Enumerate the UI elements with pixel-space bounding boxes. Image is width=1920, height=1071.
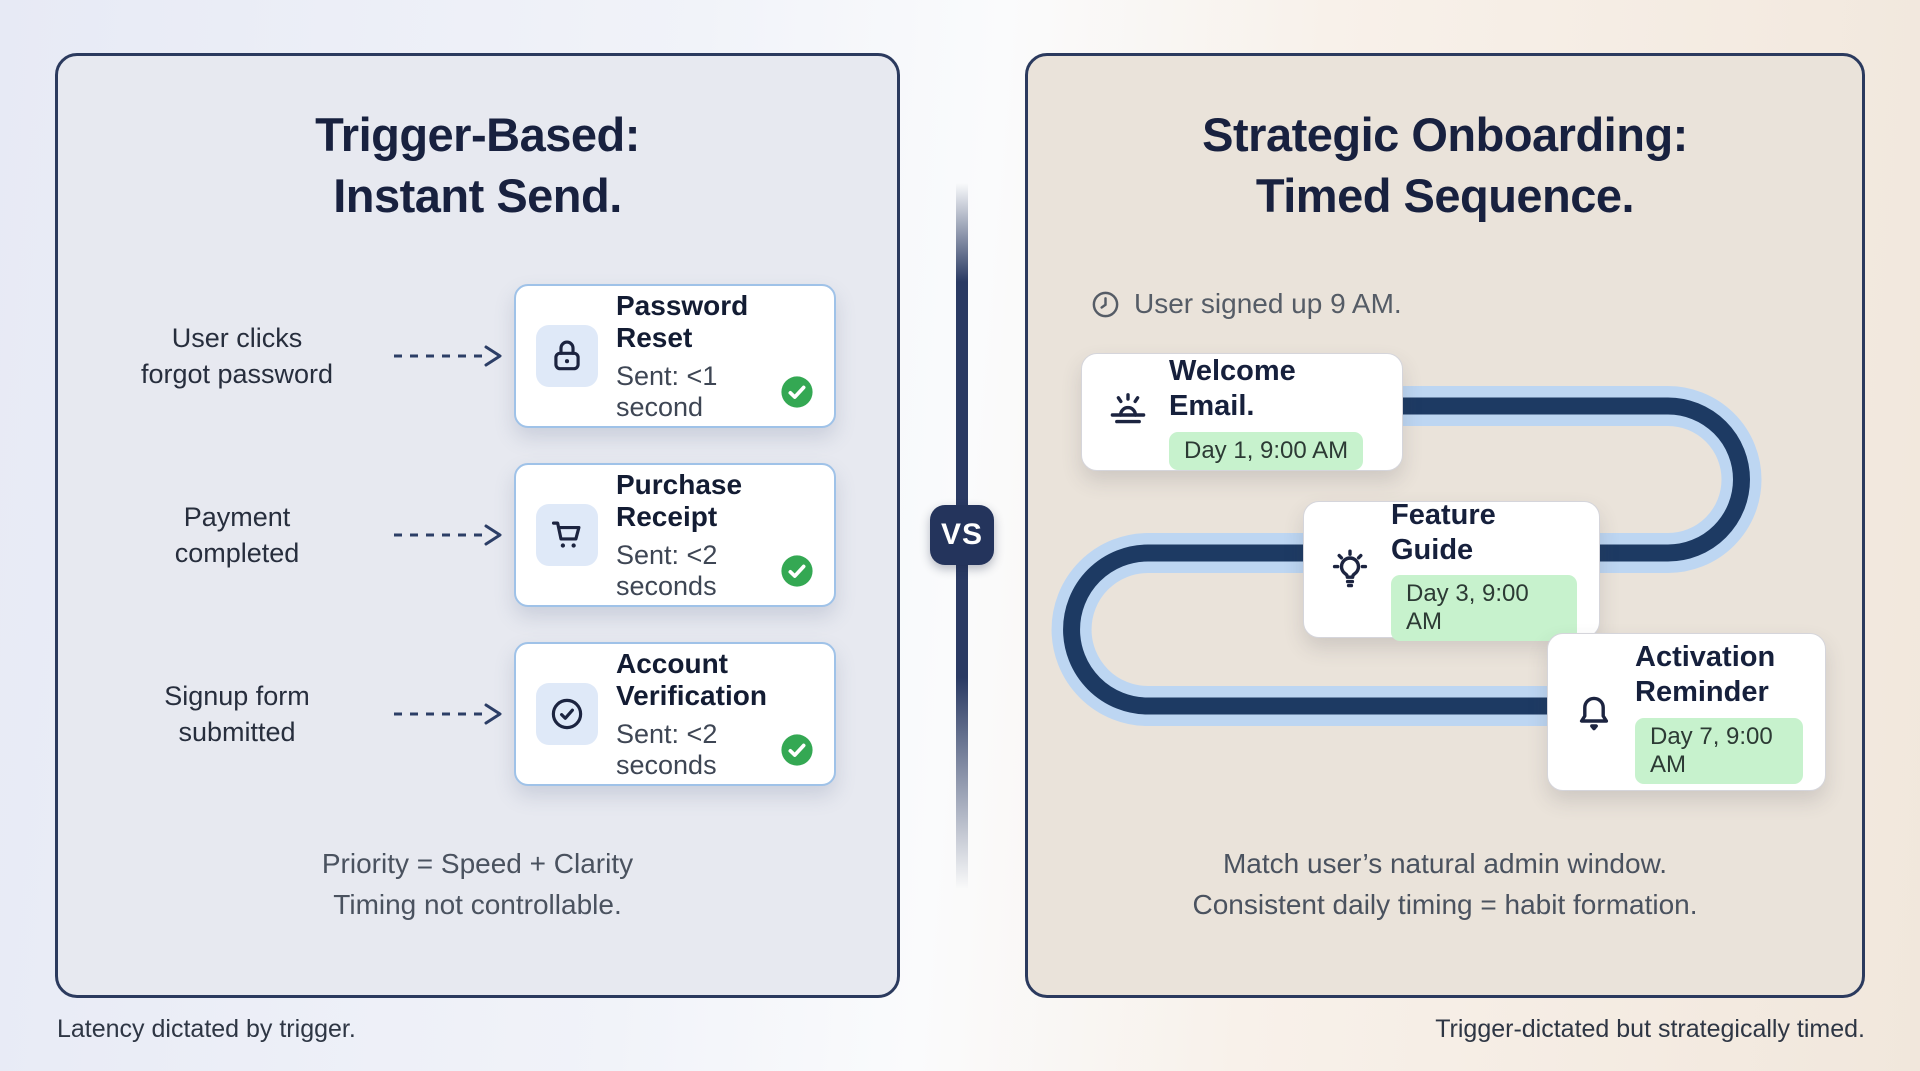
step-card-activation-reminder: Activation Reminder Day 7, 9:00 AM	[1547, 633, 1826, 791]
right-title-line2: Timed Sequence.	[1255, 169, 1635, 223]
trigger-row-password-reset: User clicks forgot password	[58, 284, 897, 428]
trigger-label-line2: completed	[174, 538, 300, 568]
trigger-label: Signup form submitted	[92, 678, 382, 751]
step-card-welcome-email: Welcome Email. Day 1, 9:00 AM	[1081, 353, 1403, 471]
step-title: Welcome Email.	[1169, 355, 1296, 422]
trigger-label-line1: User clicks	[171, 322, 303, 353]
dashed-arrow-icon	[382, 343, 514, 369]
schedule-badge: Day 1, 9:00 AM	[1169, 431, 1364, 470]
success-check-icon	[781, 554, 813, 587]
card-body: Account Verification Sent: <2 seconds	[616, 648, 814, 781]
card-status-row: Sent: <2 seconds	[616, 719, 814, 781]
schedule-badge: Day 7, 9:00 AM	[1635, 717, 1803, 784]
card-status-row: Sent: <2 seconds	[616, 540, 814, 602]
dashed-arrow-icon	[382, 522, 514, 548]
left-footer-line1: Priority = Speed + Clarity	[321, 848, 634, 879]
card-status: Sent: <2 seconds	[616, 539, 718, 601]
left-title-line2: Instant Send.	[333, 169, 622, 223]
cart-icon	[536, 504, 598, 566]
email-card-purchase-receipt: Purchase Receipt Sent: <2 seconds	[514, 463, 836, 607]
strategic-onboarding-panel: Strategic Onboarding: Timed Sequence. Us…	[1025, 53, 1865, 998]
card-title: Account Verification	[616, 647, 767, 711]
lock-icon	[536, 325, 598, 387]
left-bottom-caption: Latency dictated by trigger.	[57, 1015, 356, 1043]
step-body: Activation Reminder Day 7, 9:00 AM	[1635, 640, 1803, 784]
card-body: Password Reset Sent: <1 second	[616, 290, 814, 423]
step-title: Activation Reminder	[1635, 641, 1776, 708]
card-title: Purchase Receipt	[616, 468, 743, 532]
left-title-line1: Trigger-Based:	[315, 108, 640, 161]
trigger-label: User clicks forgot password	[92, 320, 382, 393]
trigger-based-panel: Trigger-Based: Instant Send. User clicks…	[55, 53, 900, 998]
success-check-icon	[781, 375, 813, 408]
right-footer-line2: Consistent daily timing = habit formatio…	[1192, 888, 1698, 920]
right-panel-title: Strategic Onboarding: Timed Sequence.	[1028, 104, 1862, 226]
signup-note-text: User signed up 9 AM.	[1134, 288, 1402, 319]
step-body: Welcome Email. Day 1, 9:00 AM	[1169, 354, 1380, 470]
trigger-rows: User clicks forgot password	[58, 284, 897, 786]
left-panel-title: Trigger-Based: Instant Send.	[58, 104, 897, 226]
signup-note: User signed up 9 AM.	[1090, 288, 1402, 320]
right-bottom-caption: Trigger-dictated but strategically timed…	[1435, 1015, 1865, 1043]
trigger-row-account-verification: Signup form submitted Account Verificat	[58, 642, 897, 786]
step-title: Feature Guide	[1391, 498, 1496, 566]
email-card-password-reset: Password Reset Sent: <1 second	[514, 284, 836, 428]
card-status: Sent: <2 seconds	[616, 718, 718, 780]
card-title: Password Reset	[616, 289, 749, 353]
trigger-label-line1: Payment	[183, 501, 291, 532]
success-check-icon	[781, 733, 813, 766]
left-footer-line2: Timing not controllable.	[333, 888, 622, 920]
card-status-row: Sent: <1 second	[616, 361, 814, 423]
right-title-line1: Strategic Onboarding:	[1202, 108, 1688, 161]
bell-icon	[1570, 688, 1618, 736]
vs-badge: VS	[930, 505, 994, 565]
clock-icon	[1092, 291, 1119, 317]
right-panel-footer: Match user’s natural admin window. Consi…	[1028, 844, 1862, 925]
trigger-label-line1: Signup form	[164, 680, 310, 711]
trigger-label: Payment completed	[92, 499, 382, 572]
circle-check-icon	[536, 683, 598, 745]
dashed-arrow-icon	[382, 701, 514, 727]
card-body: Purchase Receipt Sent: <2 seconds	[616, 469, 814, 602]
trigger-label-line2: forgot password	[140, 359, 334, 389]
lightbulb-icon	[1326, 546, 1374, 594]
sunrise-icon	[1104, 388, 1152, 436]
schedule-badge: Day 3, 9:00 AM	[1391, 575, 1577, 642]
right-footer-line1: Match user’s natural admin window.	[1222, 848, 1668, 879]
card-status: Sent: <1 second	[616, 360, 718, 422]
email-card-account-verification: Account Verification Sent: <2 seconds	[514, 642, 836, 786]
trigger-row-purchase-receipt: Payment completed Purchase	[58, 463, 897, 607]
step-card-feature-guide: Feature Guide Day 3, 9:00 AM	[1303, 499, 1600, 642]
trigger-label-line2: submitted	[178, 717, 296, 747]
step-body: Feature Guide Day 3, 9:00 AM	[1391, 498, 1577, 642]
left-panel-footer: Priority = Speed + Clarity Timing not co…	[58, 844, 897, 925]
